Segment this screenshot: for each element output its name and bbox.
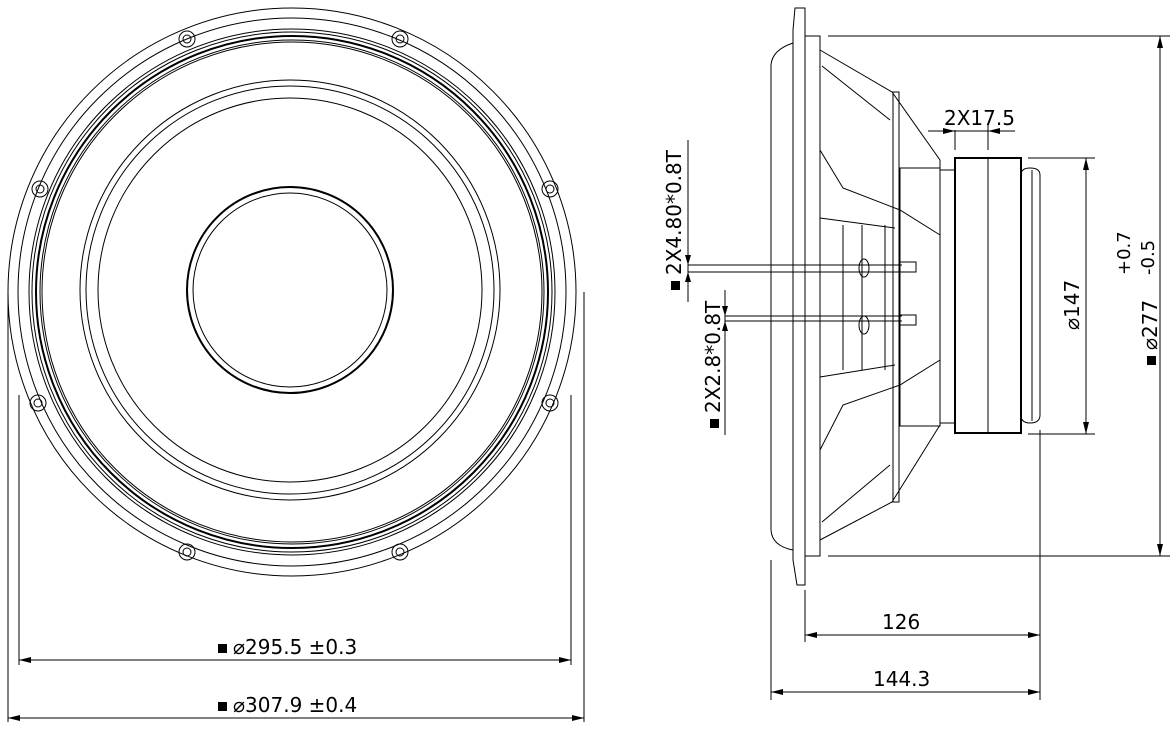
terminal-large-value: 2X4.80*0.8T	[662, 150, 686, 275]
gasket	[804, 35, 821, 557]
surround-ridge	[39, 39, 545, 545]
surround-inner	[41, 41, 543, 543]
magnet-diameter-label: ⌀147	[1060, 279, 1084, 330]
outer-diameter-label: ⌀307.9 ±0.4	[218, 695, 357, 715]
terminal-large	[899, 261, 917, 273]
dust-cap-inner	[192, 192, 388, 388]
diameter-symbol: ⌀	[1138, 337, 1162, 350]
plate-thickness-label: 2X17.5	[944, 106, 1015, 130]
dust-cap-outer	[186, 186, 394, 394]
mounting-holes	[29, 30, 559, 561]
basket-ring	[892, 91, 900, 503]
motor-back-plate	[899, 167, 941, 427]
back-plate-cap	[1020, 167, 1041, 424]
surround-outer	[35, 35, 549, 549]
terminal-large-label: 2X4.80*0.8T	[662, 150, 686, 290]
mounting-hole	[29, 394, 47, 412]
cutout-tolerance-plus: +0.7	[1114, 231, 1135, 275]
frame-outer-edge	[7, 7, 577, 577]
side-view	[685, 7, 1170, 700]
basket-arm-top	[819, 49, 941, 170]
cone-ring-mid	[85, 85, 495, 495]
basket-rib	[819, 217, 896, 229]
surround-profile	[770, 42, 794, 551]
critical-dimension-mark	[671, 281, 680, 290]
basket-arm-mid-lower	[819, 359, 941, 451]
critical-dimension-mark	[218, 644, 227, 653]
terminal-hole	[858, 258, 870, 278]
mounting-hole	[178, 543, 196, 561]
cutout-tolerance-minus: -0.5	[1138, 239, 1159, 275]
mounting-hole	[391, 543, 409, 561]
cone-ring-outer	[79, 79, 501, 501]
mounting-hole	[31, 180, 49, 198]
basket-rib-lower	[819, 364, 896, 378]
outer-diameter-value: 307.9 ±0.4	[245, 693, 358, 717]
basket-arm-bottom-inner	[821, 464, 891, 523]
mounting-depth-label: 126	[882, 610, 921, 634]
overall-depth-label: 144.3	[873, 667, 931, 691]
mounting-hole	[178, 30, 196, 48]
terminal-small	[899, 314, 917, 326]
terminal-small-label: 2X2.8*0.8T	[701, 300, 725, 428]
basket-arm-bottom	[819, 410, 941, 541]
bolt-circle-diameter-label: ⌀295.5 ±0.3	[218, 637, 357, 657]
cone-ring-inner	[97, 97, 483, 483]
gasket-outer	[28, 28, 556, 556]
cutout-diameter-value: 277	[1138, 299, 1162, 338]
critical-dimension-mark	[710, 419, 719, 428]
diameter-symbol: ⌀	[233, 635, 246, 659]
diameter-symbol: ⌀	[1060, 317, 1084, 330]
gasket-inner	[31, 31, 553, 553]
front-view	[7, 7, 585, 722]
bolt-circle-value: 295.5 ±0.3	[245, 635, 358, 659]
top-plate	[939, 169, 956, 424]
basket-arm-mid	[819, 149, 941, 236]
terminal-small-value: 2X2.8*0.8T	[701, 300, 725, 413]
mounting-hole	[541, 180, 559, 198]
mounting-hole	[541, 394, 559, 412]
frame-flange	[792, 7, 806, 586]
cutout-diameter-label: ⌀277	[1138, 299, 1162, 365]
critical-dimension-mark	[218, 702, 227, 711]
terminal-hole	[858, 315, 870, 335]
critical-dimension-mark	[1147, 356, 1156, 365]
basket-arm-top-inner	[821, 65, 891, 121]
diameter-symbol: ⌀	[233, 693, 246, 717]
magnet-diameter-value: 147	[1060, 279, 1084, 318]
frame-flange-edge	[17, 17, 567, 567]
mounting-hole	[391, 30, 409, 48]
